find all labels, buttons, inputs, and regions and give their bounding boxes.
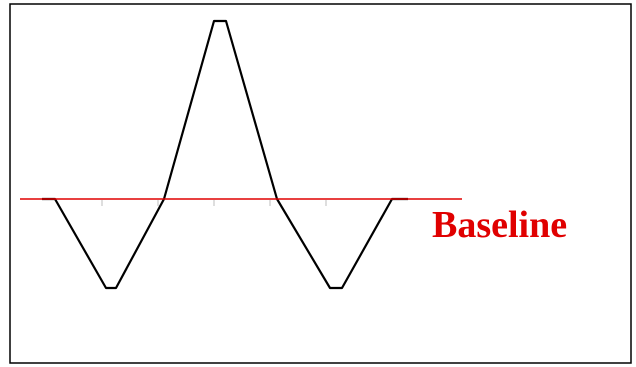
baseline-label: Baseline [432, 204, 567, 246]
signal-waveform [42, 19, 408, 290]
diagram-frame [9, 3, 632, 364]
baseline-ticks [101, 200, 327, 206]
